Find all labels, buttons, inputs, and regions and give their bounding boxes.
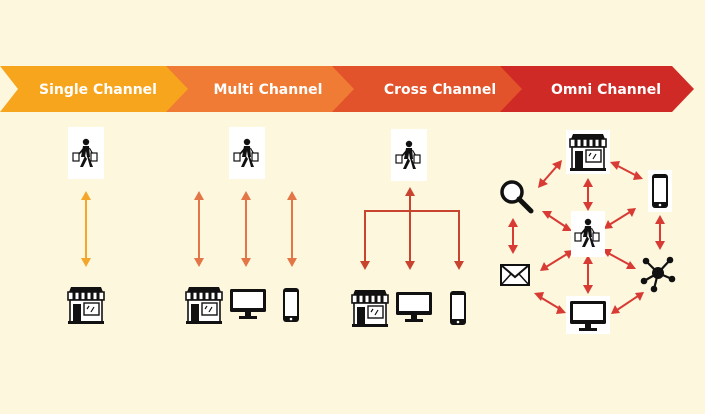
stage-banner: Single Channel Multi Channel Cross Chann… — [0, 66, 694, 112]
branching-arrows — [360, 187, 464, 270]
stage-label-multi: Multi Channel — [214, 82, 323, 98]
store-icon — [184, 285, 224, 326]
store-icon — [350, 288, 390, 329]
mobile-phone-icon — [450, 291, 466, 325]
social-network-icon — [639, 255, 677, 294]
desktop-monitor-icon — [396, 292, 432, 322]
multi-channel-section — [184, 127, 299, 326]
cross-channel-section — [350, 129, 466, 329]
single-channel-section — [66, 127, 106, 326]
two-way-arrow — [81, 191, 91, 267]
mobile-phone-icon — [652, 174, 668, 208]
two-way-arrows — [194, 191, 297, 267]
stage-label-single: Single Channel — [39, 82, 157, 98]
chevron-cross-channel — [332, 66, 528, 112]
omni-channel-section — [500, 130, 677, 334]
omni-arrows — [508, 160, 665, 314]
chevron-multi-channel — [166, 66, 360, 112]
email-envelope-icon — [500, 264, 530, 286]
store-icon — [568, 132, 608, 173]
mobile-phone-icon — [283, 288, 299, 322]
chevron-omni-channel — [500, 66, 694, 112]
stage-label-omni: Omni Channel — [551, 82, 661, 98]
store-icon — [66, 285, 106, 326]
stage-label-cross: Cross Channel — [384, 82, 496, 98]
desktop-monitor-icon — [230, 289, 266, 319]
chevron-single-channel — [0, 66, 194, 112]
search-icon — [502, 182, 531, 211]
